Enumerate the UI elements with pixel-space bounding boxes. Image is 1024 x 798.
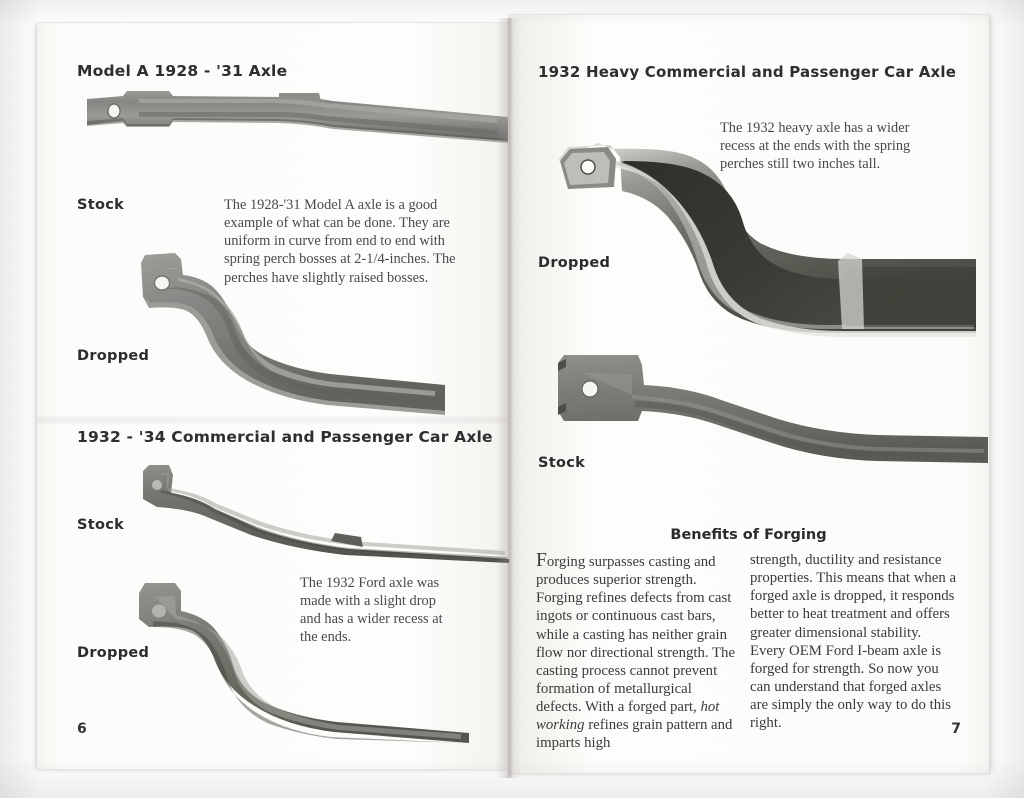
figure-label-dropped-2: Dropped: [77, 645, 150, 661]
page-crease: [37, 415, 508, 425]
article-dropcap: F: [536, 550, 547, 571]
section-heading-1932-34: 1932 - '34 Commercial and Passenger Car …: [77, 428, 493, 446]
article-column-one: Forging surpasses casting and produces s…: [536, 551, 736, 752]
page-number-left: 6: [77, 721, 87, 737]
article-column-two: strength, ductility and resistance prope…: [750, 552, 957, 732]
article-column-one-text: orging surpasses casting and produces su…: [536, 554, 736, 715]
book-page-left: Model A 1928 - '31 Axle: [36, 22, 509, 770]
section-heading-model-a: Model A 1928 - '31 Axle: [77, 62, 288, 80]
page-number-right: 7: [951, 721, 961, 737]
article-column-one-tail: refines grain pattern and imparts high: [536, 717, 733, 752]
figure-label-stock-3: Stock: [538, 455, 586, 471]
caption-1932-ford-axle: The 1932 Ford axle was made with a sligh…: [300, 575, 443, 646]
figure-label-stock-2: Stock: [77, 517, 125, 533]
figure-label-stock-1: Stock: [77, 197, 125, 213]
article-heading-benefits-of-forging: Benefits of Forging: [670, 527, 827, 543]
figure-1932-34-stock-axle: [109, 463, 509, 563]
figure-model-a-dropped-axle: [115, 225, 445, 415]
figure-label-dropped-3: Dropped: [538, 255, 611, 271]
figure-1932-34-dropped-axle: [109, 575, 469, 743]
figure-1932-heavy-stock-axle: [538, 345, 988, 465]
figure-1932-heavy-dropped-axle: [546, 139, 976, 339]
left-page-content: Model A 1928 - '31 Axle: [37, 23, 509, 769]
figure-label-dropped-1: Dropped: [77, 348, 150, 364]
right-page-content: 1932 Heavy Commercial and Passenger Car …: [508, 15, 989, 773]
caption-model-a: The 1928-'31 Model A axle is a good exam…: [224, 197, 456, 286]
figure-model-a-stock-axle: [83, 85, 508, 157]
section-heading-1932-heavy: 1932 Heavy Commercial and Passenger Car …: [538, 63, 957, 81]
caption-1932-heavy: The 1932 heavy axle has a wider recess a…: [720, 120, 911, 173]
article-column-one-italic: hot working: [536, 699, 720, 734]
book-page-right: 1932 Heavy Commercial and Passenger Car …: [508, 14, 990, 774]
